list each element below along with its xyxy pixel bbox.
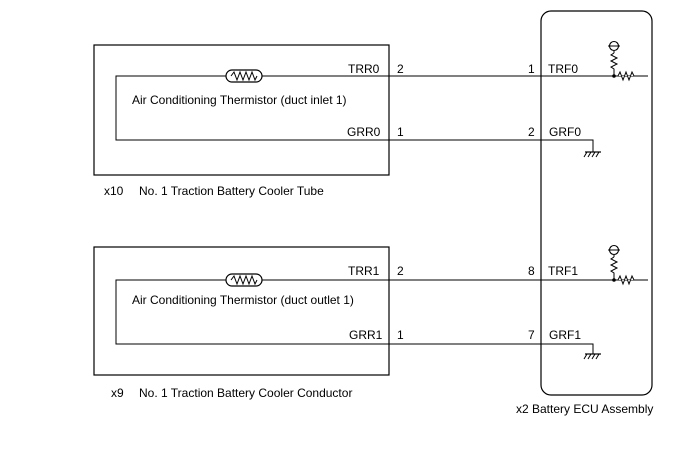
upper-ground-pin: 1 bbox=[397, 125, 404, 139]
upper-component-box bbox=[93, 44, 390, 176]
lower-connector-code: x9 bbox=[111, 386, 124, 400]
ecu-pin-8: 8 bbox=[528, 264, 535, 278]
ecu-terminal-grf0: GRF0 bbox=[549, 125, 581, 139]
lower-thermistor-icon bbox=[225, 273, 263, 287]
ecu-ground-lower-icon bbox=[583, 353, 601, 360]
ecu-pin-2: 2 bbox=[528, 125, 535, 139]
ecu-terminal-grf1: GRF1 bbox=[549, 328, 581, 342]
ecu-pullup-lower-icon bbox=[608, 244, 648, 286]
ecu-caption: x2 Battery ECU Assembly bbox=[516, 402, 653, 416]
lower-ground-terminal: GRR1 bbox=[349, 328, 383, 342]
upper-signal-pin: 2 bbox=[397, 62, 404, 76]
lower-ground-wire bbox=[389, 343, 594, 354]
ecu-pin-7: 7 bbox=[528, 328, 535, 342]
lower-thermistor-label: Air Conditioning Thermistor (duct outlet… bbox=[132, 293, 354, 307]
upper-component-name: No. 1 Traction Battery Cooler Tube bbox=[139, 184, 324, 198]
lower-component-name: No. 1 Traction Battery Cooler Conductor bbox=[139, 386, 352, 400]
ecu-ground-upper-icon bbox=[583, 151, 601, 158]
lower-signal-terminal: TRR1 bbox=[348, 264, 380, 278]
ecu-pullup-upper-icon bbox=[608, 40, 648, 82]
lower-ground-pin: 1 bbox=[397, 328, 404, 342]
ecu-terminal-trf1: TRF1 bbox=[548, 264, 578, 278]
upper-ground-terminal: GRR0 bbox=[347, 125, 381, 139]
upper-ground-wire bbox=[389, 139, 594, 152]
ecu-terminal-trf0: TRF0 bbox=[548, 62, 578, 76]
upper-thermistor-icon bbox=[225, 69, 263, 83]
ecu-box bbox=[540, 10, 653, 396]
lower-signal-pin: 2 bbox=[397, 264, 404, 278]
lower-component-box bbox=[93, 246, 390, 376]
upper-signal-terminal: TRR0 bbox=[348, 62, 380, 76]
upper-connector-code: x10 bbox=[104, 184, 124, 198]
ecu-pin-1: 1 bbox=[528, 62, 535, 76]
upper-thermistor-label: Air Conditioning Thermistor (duct inlet … bbox=[132, 93, 347, 107]
